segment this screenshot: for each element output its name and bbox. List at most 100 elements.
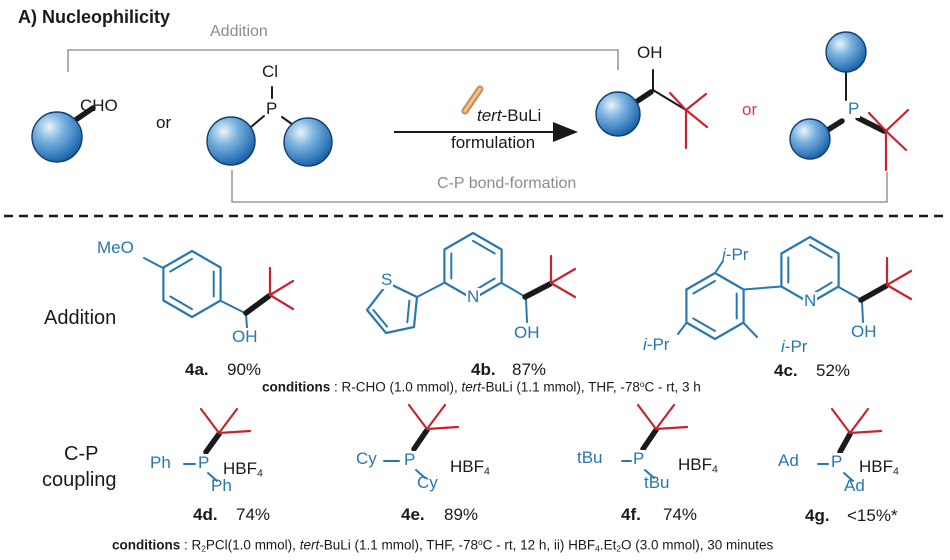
- compound-4d-structure: [183, 407, 252, 482]
- conditions2-p4: .Et: [599, 537, 617, 553]
- aldehyde-group-label: CHO: [80, 96, 118, 115]
- reaction-arrow: [394, 122, 578, 142]
- product-oh-label: OH: [637, 43, 663, 62]
- conditions2-p2: -BuLi (1.1 mmol), THF, -78: [319, 537, 478, 553]
- p-4g-label: P: [830, 452, 844, 471]
- conditions2-sep: : R: [180, 537, 202, 553]
- p-4f-label: P: [632, 449, 646, 468]
- conditions1-p1: R-CHO (1.0 mmol),: [341, 379, 462, 395]
- conditions2-p1: PCl(1.0 mmol),: [205, 537, 300, 553]
- nitrogen-4c-label: N: [803, 291, 818, 310]
- cp-bracket-label: C-P bond-formation: [437, 175, 577, 192]
- cp-row-label-line1: C-P: [64, 443, 99, 465]
- ipr-right-i: i: [781, 337, 785, 356]
- cp-row-label-line2: coupling: [42, 469, 117, 491]
- ipr-left-label: i-Pr: [643, 336, 669, 354]
- r1-4e-label: Cy: [356, 449, 377, 468]
- compound-4b-id: 4b.: [471, 360, 496, 379]
- compound-4d-yield: 74%: [236, 505, 271, 524]
- conditions2-it: tert: [299, 537, 320, 553]
- conditions2-p3: C - rt, 12 h, ii) HBF: [482, 537, 596, 553]
- ipr-right-label: i-Pr: [781, 338, 807, 356]
- phosphine-product-structure: [789, 31, 910, 172]
- ipr-left-i: i: [643, 335, 647, 354]
- p-4e-label: P: [403, 450, 417, 469]
- r2-4g-label: Ad: [844, 476, 865, 495]
- p-4d-label: P: [197, 453, 211, 472]
- r2-4e-label: Cy: [417, 473, 438, 492]
- or-reactants-label: or: [156, 113, 172, 132]
- salt-4d-sub: 4: [257, 467, 263, 480]
- compound-4c-id: 4c.: [774, 361, 798, 380]
- salt-4e-main: HBF: [450, 457, 484, 476]
- sulfur-4b-label: S: [380, 270, 394, 289]
- conditions2-sub3: 2: [616, 543, 621, 554]
- compound-4c-yield: 52%: [816, 361, 851, 380]
- ipr-top-pr: -Pr: [725, 245, 749, 264]
- salt-4g-label: HBF4: [859, 458, 899, 478]
- conditions2-sub1: 2: [201, 543, 206, 554]
- ipr-top-label: i-Pr: [722, 246, 748, 264]
- compound-4a-id: 4a.: [185, 360, 209, 379]
- ipr-top-i: i: [722, 245, 726, 264]
- arrow-reagent-label: tert-BuLi: [477, 107, 541, 125]
- product-phosphorus-label: P: [847, 99, 861, 118]
- conditions1-p3: C - rt, 3 h: [644, 379, 701, 395]
- cp-bracket-line: [231, 170, 888, 203]
- chlorine-atom-label: Cl: [262, 62, 279, 81]
- reagent-italic: tert: [477, 106, 502, 125]
- compound-4f-id: 4f.: [621, 505, 641, 524]
- oh-4b-label: OH: [513, 323, 541, 342]
- conditions1-p2: -BuLi (1.1 mmol), THF, -78: [481, 379, 640, 395]
- salt-4e-label: HBF4: [450, 458, 490, 478]
- addition-bracket-line: [67, 49, 619, 72]
- chlorophosphine-structure: [206, 86, 333, 167]
- addition-row-label: Addition: [44, 307, 117, 329]
- compound-4g-structure: [817, 407, 883, 482]
- r1-4d-label: Ph: [150, 453, 171, 472]
- conditions2-p5: O (3.0 mmol), 30 minutes: [621, 537, 774, 553]
- compound-4f-yield: 74%: [663, 505, 698, 524]
- compound-4b-yield: 87%: [512, 360, 547, 379]
- salt-4d-main: HBF: [223, 459, 257, 478]
- compound-4e-yield: 89%: [444, 505, 479, 524]
- compound-4g-id: 4g.: [805, 506, 830, 525]
- r1-4f-label: tBu: [577, 448, 603, 467]
- compound-4c-structure: [677, 235, 913, 341]
- salt-4f-sub: 4: [712, 463, 718, 476]
- tert-buli-stick-icon: [461, 85, 484, 115]
- compound-4e-id: 4e.: [401, 505, 425, 524]
- r2-4f-label: tBu: [644, 473, 670, 492]
- oh-4c-label: OH: [850, 322, 878, 341]
- conditions2-sup: o: [478, 537, 483, 547]
- salt-4g-sub: 4: [893, 465, 899, 478]
- compound-4g-yield: <15%*: [847, 506, 898, 525]
- phosphorus-atom-label: P: [265, 99, 279, 118]
- salt-4e-sub: 4: [484, 465, 490, 478]
- meo-substituent-label: MeO: [97, 238, 134, 257]
- r2-4d-label: Ph: [211, 476, 232, 495]
- r1-4g-label: Ad: [778, 451, 799, 470]
- compound-4a-yield: 90%: [227, 360, 262, 379]
- compound-4a-structure: [143, 249, 295, 329]
- nitrogen-4b-label: N: [466, 287, 481, 306]
- figure-title: A) Nucleophilicity: [18, 7, 171, 27]
- compound-4f-structure: [621, 403, 689, 479]
- compound-4b-structure: [365, 231, 577, 335]
- ipr-left-pr: -Pr: [646, 335, 670, 354]
- arrow-line2-label: formulation: [451, 133, 536, 152]
- oh-4a-label: OH: [231, 327, 259, 346]
- addition-conditions: conditions : R-CHO (1.0 mmol), tert-BuLi…: [262, 380, 701, 395]
- alcohol-product-structure: [595, 69, 709, 150]
- salt-4g-main: HBF: [859, 457, 893, 476]
- salt-4f-main: HBF: [678, 455, 712, 474]
- conditions1-sep: :: [330, 379, 342, 395]
- conditions1-label: conditions: [262, 379, 331, 395]
- conditions2-sub2: 4: [595, 543, 600, 554]
- conditions2-label: conditions: [112, 537, 181, 553]
- cp-conditions: conditions : R2PCl(1.0 mmol), tert-BuLi …: [112, 538, 773, 553]
- reagent-rest: -BuLi: [501, 106, 542, 125]
- conditions1-sup: o: [639, 379, 645, 389]
